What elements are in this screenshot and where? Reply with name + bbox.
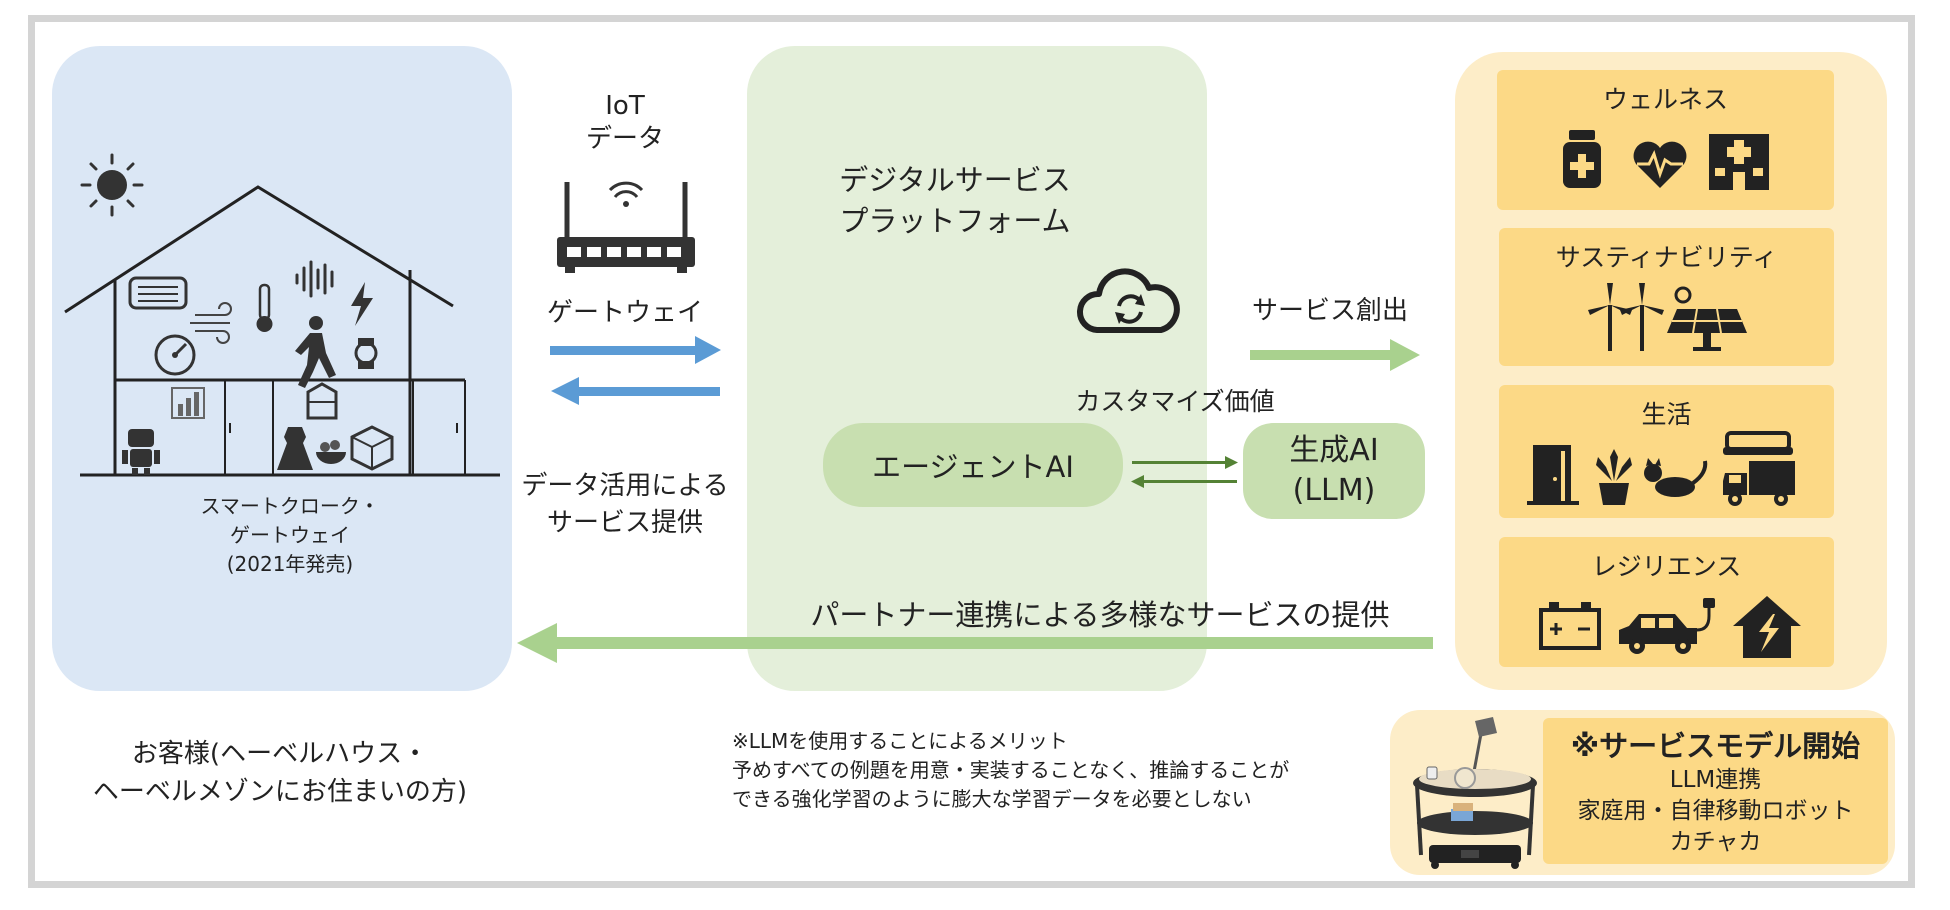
service-label-line: データ活用による (521, 471, 729, 501)
plant-icon (1596, 449, 1632, 505)
thermometer-icon (256, 283, 273, 332)
category-card-resilience: レジリエンス (1499, 537, 1834, 667)
electric-car-icon (1619, 598, 1715, 654)
generative-ai-box: 生成AI (LLM) (1243, 423, 1425, 519)
service-label-line: サービス提供 (546, 508, 703, 538)
sustainability-icons (1588, 283, 1747, 351)
service-model-line: LLM連携 (1669, 767, 1762, 793)
robot-icon (122, 429, 160, 475)
service-creation-label: サービス創出 (1251, 296, 1408, 326)
customer-caption: お客様(ヘーベルハウス・ ヘーベルメゾンにお住まいの方) (60, 735, 500, 811)
wind-turbine-icon (1588, 283, 1664, 351)
wind-icon (190, 302, 232, 344)
lamp-icon (1471, 717, 1497, 778)
door-icon (1527, 445, 1579, 505)
service-model-title: ※サービスモデル開始 (1570, 729, 1861, 763)
service-provision-label: データ活用による サービス提供 (515, 468, 735, 542)
watch-icon (354, 338, 378, 369)
category-title: レジリエンス (1591, 552, 1742, 581)
partner-service-label: パートナー連携による多様なサービスの提供 (810, 598, 1390, 632)
robot-table-illustration (1413, 717, 1537, 869)
green-arrow-right (1250, 339, 1420, 371)
blue-arrows (550, 336, 721, 405)
house-caption-line: ゲートウェイ (230, 523, 350, 547)
iot-label-line: IoT (605, 91, 645, 121)
solar-panel-icon (1667, 286, 1747, 351)
chart-icon (171, 387, 205, 419)
gen-ai-line: (LLM) (1292, 473, 1376, 508)
heart-pulse-icon (1633, 141, 1687, 188)
category-title: ウェルネス (1602, 85, 1728, 114)
lightning-icon (351, 282, 373, 326)
gen-ai-line: 生成AI (1289, 433, 1379, 468)
sofa-icon (1723, 431, 1793, 455)
robot-table-icon (1413, 766, 1537, 869)
router-icon (557, 181, 695, 273)
customer-caption-line: ヘーベルメゾンにお住まいの方) (92, 777, 468, 807)
hospital-icon (1709, 134, 1769, 190)
arrow-right-icon (550, 336, 721, 364)
sound-wave-icon (295, 260, 334, 298)
digital-platform-panel (747, 46, 1207, 691)
sun-icon (80, 153, 144, 217)
house-caption: スマートクローク・ ゲートウェイ (2021年発売) (170, 492, 410, 579)
service-model-card: ※サービスモデル開始 LLM連携 家庭用・自律移動ロボット カチャカ (1543, 718, 1888, 864)
custom-value-label: カスタマイズ価値 (1075, 387, 1275, 416)
food-bowl-icon (316, 440, 346, 464)
service-model-line: 家庭用・自律移動ロボット (1577, 798, 1854, 824)
note-line: ※LLMを使用することによるメリット (732, 729, 1068, 753)
customer-home-panel (52, 46, 512, 691)
house-illustration (64, 153, 500, 477)
battery-icon (1539, 602, 1601, 650)
truck-icon (1723, 461, 1795, 506)
platform-title-line: プラットフォーム (839, 204, 1071, 238)
llm-merit-note: ※LLMを使用することによるメリット 予めすべての例題を用意・実装することなく、… (732, 727, 1292, 814)
category-card-sustainability: サスティナビリティ (1499, 228, 1834, 366)
platform-title-line: デジタルサービス (839, 163, 1071, 197)
category-card-living: 生活 (1499, 385, 1834, 518)
house-caption-line: スマートクローク・ (200, 494, 380, 518)
customer-caption-line: お客様(ヘーベルハウス・ (131, 739, 429, 769)
note-line: 予めすべての例題を用意・実装することなく、推論することが (732, 758, 1290, 782)
living-icons (1527, 431, 1795, 506)
home-lightning-icon (1733, 596, 1801, 658)
milk-carton-icon (306, 382, 338, 420)
cloud-sync-icon (1076, 268, 1180, 333)
walking-person-icon (295, 316, 336, 388)
platform-title: デジタルサービス プラットフォーム (825, 160, 1085, 242)
house-caption-line: (2021年発売) (226, 552, 354, 576)
service-model-line: カチャカ (1669, 829, 1762, 855)
dress-icon (277, 427, 313, 470)
cat-icon (1644, 458, 1708, 497)
iot-label-line: データ (585, 124, 664, 154)
green-arrow-left (517, 623, 1433, 663)
package-icon (350, 425, 394, 471)
air-conditioner-icon (128, 276, 188, 310)
note-line: できる強化学習のように膨大な学習データを必要としない (732, 787, 1252, 811)
agent-ai-box: エージェントAI (823, 423, 1123, 507)
category-card-wellness: ウェルネス (1497, 70, 1834, 210)
category-title: 生活 (1641, 400, 1692, 429)
arrow-left-icon (551, 377, 720, 405)
gauge-icon (154, 334, 196, 376)
ai-exchange-arrows (1131, 456, 1238, 488)
medicine-bottle-icon (1563, 130, 1601, 188)
wellness-icons (1563, 130, 1769, 190)
category-title: サスティナビリティ (1555, 243, 1778, 272)
gateway-label: ゲートウェイ (546, 298, 703, 328)
resilience-icons (1539, 596, 1801, 658)
iot-data-label: IoT データ (545, 90, 705, 156)
